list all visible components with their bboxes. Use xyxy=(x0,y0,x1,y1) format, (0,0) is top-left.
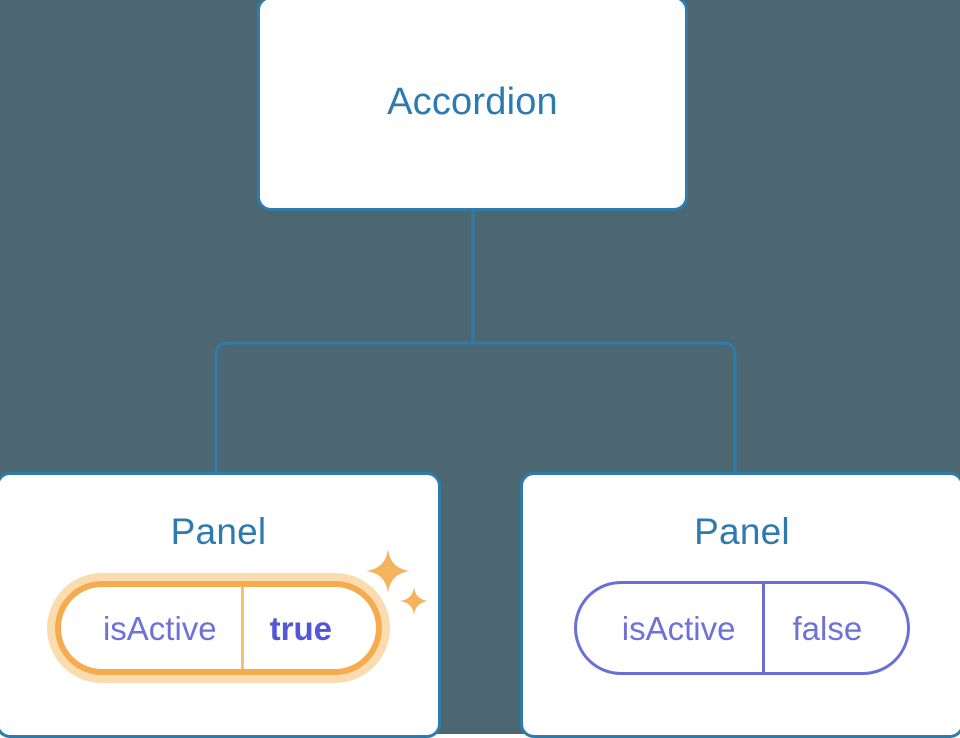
node-panel-inactive[interactable]: Panel isActive false xyxy=(520,472,960,738)
edge-bus-to-children xyxy=(214,341,737,472)
prop-pill-active-wrap: isActive true xyxy=(54,549,429,675)
sparkle-small-icon xyxy=(400,587,429,615)
prop-key-isactive: isActive xyxy=(577,584,766,672)
node-panel-inactive-title: Panel xyxy=(694,511,790,552)
prop-pill-isactive-false[interactable]: isActive false xyxy=(573,581,911,675)
node-panel-inactive-body: Panel isActive false xyxy=(523,475,960,735)
node-panel-active-title: Panel xyxy=(170,511,267,552)
prop-pill-inactive-wrap: isActive false xyxy=(573,581,911,675)
node-accordion[interactable]: Accordion xyxy=(257,0,688,211)
node-panel-active[interactable]: Panel isActive true xyxy=(0,472,441,738)
node-accordion-title: Accordion xyxy=(387,81,558,123)
node-panel-active-body: Panel isActive true xyxy=(0,475,438,735)
prop-value-true: true xyxy=(269,609,333,647)
prop-value-false: false xyxy=(792,609,863,647)
prop-pill-isactive-true[interactable]: isActive true xyxy=(54,581,383,675)
prop-key-isactive: isActive xyxy=(61,587,244,669)
